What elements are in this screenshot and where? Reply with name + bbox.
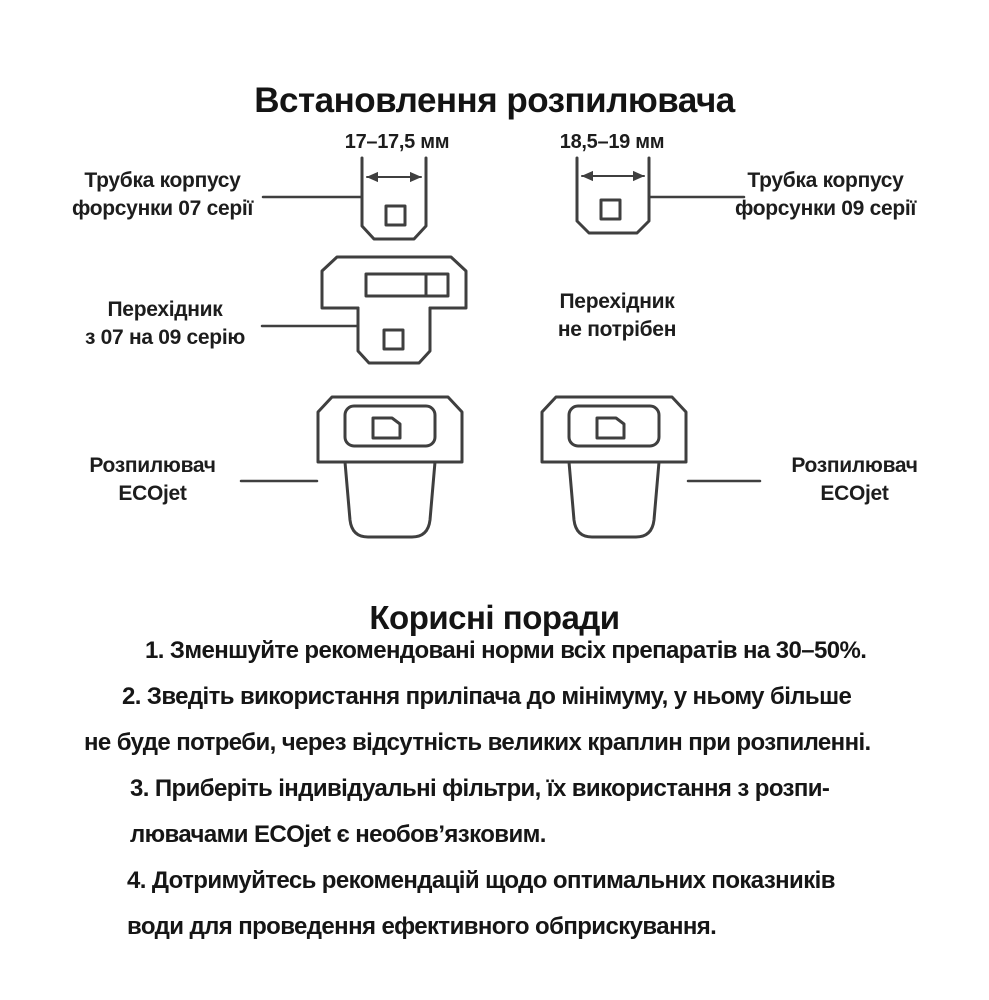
adapter-not-needed-label: Перехідник не потрібен xyxy=(512,288,722,344)
tip-2-line-1: 2. Зведіть використання приліпача до мін… xyxy=(122,683,852,710)
dimension-label-09: 18,5–19 мм xyxy=(559,131,665,153)
diagram-artwork xyxy=(239,156,762,539)
tips-list: 1. Зменшуйте рекомендовані норми всіх пр… xyxy=(0,628,989,950)
adapter-shape xyxy=(320,255,468,365)
adapter-not-needed-line2: не потрібен xyxy=(557,318,677,341)
adapter-label-line2: з 07 на 09 серію xyxy=(84,326,245,349)
tube-07-label-line2: форсунки 07 серії xyxy=(71,197,254,220)
sprayer-left-shape xyxy=(316,395,464,539)
tip-4-line-2: води для проведення ефективного обприску… xyxy=(127,913,717,940)
tube-07-shape xyxy=(360,156,428,241)
sprayer-left-label-line2: ECOjet xyxy=(118,482,187,505)
tube-09-label-line1: Трубка корпусу xyxy=(747,169,904,192)
sprayer-right-label-line2: ECOjet xyxy=(820,482,889,505)
tube-09-label: Трубка корпусу форсунки 09 серії xyxy=(718,167,933,223)
tip-1-line-1: 1. Зменшуйте рекомендовані норми всіх пр… xyxy=(145,637,867,664)
tube-09-shape xyxy=(575,156,651,235)
page-title: Встановлення розпилювача xyxy=(254,81,735,121)
dimension-label-07: 17–17,5 мм xyxy=(344,131,450,153)
adapter-label: Перехідник з 07 на 09 серію xyxy=(60,296,270,352)
tip-3-line-2: лювачами ECOjet є необов’язковим. xyxy=(130,821,546,848)
adapter-label-line1: Перехідник xyxy=(107,298,223,321)
tube-09-label-line2: форсунки 09 серії xyxy=(734,197,917,220)
tip-2-line-2: не буде потреби, через відсутність велик… xyxy=(84,729,871,756)
tip-3-line-1: 3. Приберіть індивідуальні фільтри, їх в… xyxy=(130,775,830,802)
sprayer-right-shape xyxy=(540,395,688,539)
adapter-not-needed-line1: Перехідник xyxy=(559,290,675,313)
sprayer-right-label-line1: Розпилювач xyxy=(791,454,918,477)
sprayer-left-label: Розпилювач ECOjet xyxy=(50,452,255,508)
tips-section-title: Корисні поради xyxy=(369,599,620,637)
sprayer-left-label-line1: Розпилювач xyxy=(89,454,216,477)
sprayer-right-label: Розпилювач ECOjet xyxy=(752,452,957,508)
tube-07-label: Трубка корпусу форсунки 07 серії xyxy=(55,167,270,223)
tip-4-line-1: 4. Дотримуйтесь рекомендацій щодо оптима… xyxy=(127,867,835,894)
tube-07-label-line1: Трубка корпусу xyxy=(84,169,241,192)
